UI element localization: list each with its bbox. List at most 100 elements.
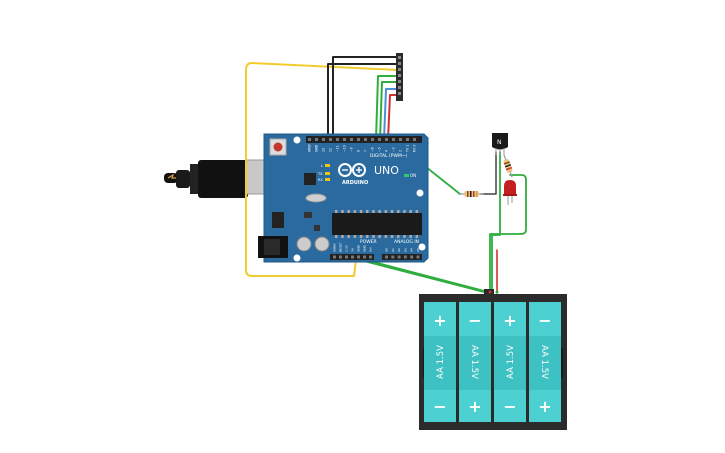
chip-pin bbox=[397, 235, 400, 238]
wire-black-1[interactable] bbox=[332, 56, 399, 139]
analog-pin-label: A1 bbox=[391, 248, 395, 252]
chip-pin bbox=[353, 210, 357, 213]
digital-pin[interactable] bbox=[364, 138, 367, 141]
wire-green-5v[interactable] bbox=[365, 259, 493, 294]
battery-cell-terminal bbox=[494, 390, 526, 422]
chip-pin bbox=[341, 235, 344, 238]
resistor-base[interactable] bbox=[458, 191, 484, 197]
analog-label: ANALOG IN bbox=[394, 239, 419, 245]
analog-pin[interactable] bbox=[410, 255, 414, 259]
battery-cell-terminal bbox=[424, 302, 456, 336]
power-pin[interactable] bbox=[333, 255, 336, 259]
wire-green-transistor[interactable] bbox=[491, 151, 501, 294]
chip-pin bbox=[403, 235, 406, 238]
digital-pin[interactable] bbox=[385, 138, 388, 141]
wire-red-header[interactable] bbox=[387, 94, 399, 141]
digital-pin[interactable] bbox=[329, 138, 332, 141]
wires bbox=[245, 56, 527, 294]
power-pin[interactable] bbox=[357, 255, 360, 259]
battery-cell: −+AA 1.5V bbox=[459, 302, 491, 422]
digital-pin[interactable] bbox=[399, 138, 402, 141]
battery-cell-terminal bbox=[494, 302, 526, 336]
usb-chip bbox=[304, 173, 316, 185]
digital-pin-label: ~5 bbox=[378, 147, 382, 152]
svg-text:L: L bbox=[321, 164, 323, 168]
chip-pin bbox=[390, 210, 394, 213]
power-pin[interactable] bbox=[345, 255, 348, 259]
digital-pin[interactable] bbox=[357, 138, 360, 141]
wire-black-2[interactable] bbox=[327, 63, 399, 139]
resistor-led[interactable] bbox=[501, 154, 515, 179]
capacitor bbox=[314, 236, 330, 252]
transistor-marking: N bbox=[497, 139, 502, 146]
analog-pin[interactable] bbox=[397, 255, 401, 259]
digital-pin[interactable] bbox=[350, 138, 353, 141]
analog-pin-label: A2 bbox=[397, 248, 401, 252]
chip-pin bbox=[415, 235, 419, 238]
digital-pin[interactable] bbox=[343, 138, 346, 141]
digital-pin-label: 4 bbox=[385, 150, 389, 152]
chip-pin bbox=[409, 235, 412, 238]
on-label: ON bbox=[410, 173, 416, 178]
atmega-chip bbox=[332, 213, 422, 235]
battery-polarity-bottom: − bbox=[503, 397, 516, 416]
mount-hole bbox=[416, 189, 424, 197]
digital-pin[interactable] bbox=[406, 138, 409, 141]
digital-pin[interactable] bbox=[308, 138, 311, 141]
digital-pin[interactable] bbox=[371, 138, 374, 141]
chip-pin bbox=[397, 210, 400, 213]
digital-pin-label: 7 bbox=[364, 150, 368, 152]
wire-resistor-transistor[interactable] bbox=[480, 151, 497, 195]
wire-green-gnd[interactable] bbox=[359, 259, 489, 294]
power-pin[interactable] bbox=[363, 255, 366, 259]
analog-pin[interactable] bbox=[416, 255, 420, 259]
digital-pin[interactable] bbox=[392, 138, 395, 141]
power-pin[interactable] bbox=[339, 255, 342, 259]
transistor[interactable]: N bbox=[492, 133, 508, 155]
power-pin-label: Vin bbox=[369, 247, 373, 252]
digital-pin-label: ~6 bbox=[371, 147, 375, 152]
wire-yellow[interactable] bbox=[245, 62, 399, 277]
battery-pack[interactable]: +−AA 1.5V−+AA 1.5V+−AA 1.5V−+AA 1.5V bbox=[419, 289, 567, 430]
chip-pin bbox=[341, 210, 344, 213]
pin-header bbox=[396, 53, 403, 101]
digital-pin-label: 12 bbox=[329, 148, 333, 152]
crystal bbox=[305, 193, 327, 203]
digital-pin-label: ~10 bbox=[343, 145, 347, 152]
digital-pin-label: ~11 bbox=[336, 145, 340, 152]
wire-green-led[interactable] bbox=[489, 174, 527, 294]
chip-pin bbox=[409, 210, 412, 213]
brand-label: ARDUINO bbox=[342, 180, 368, 186]
analog-pin[interactable] bbox=[403, 255, 407, 259]
mount-hole bbox=[293, 254, 301, 262]
chip-pin bbox=[372, 210, 375, 213]
arduino-logo: ARDUINO bbox=[338, 163, 368, 186]
digital-pin[interactable] bbox=[315, 138, 318, 141]
red-led[interactable] bbox=[503, 180, 517, 205]
digital-pin-label: ~3 bbox=[392, 147, 396, 152]
digital-pin[interactable] bbox=[322, 138, 325, 141]
power-pin[interactable] bbox=[369, 255, 372, 259]
digital-pin[interactable] bbox=[413, 138, 416, 141]
wire-blue[interactable] bbox=[383, 88, 399, 141]
digital-pin[interactable] bbox=[378, 138, 381, 141]
analog-pin[interactable] bbox=[391, 255, 395, 259]
chip-pin bbox=[366, 235, 369, 238]
analog-pin[interactable] bbox=[385, 255, 388, 259]
power-pin[interactable] bbox=[351, 255, 354, 259]
chip-pin bbox=[347, 235, 350, 238]
battery-cell-terminal bbox=[529, 390, 561, 422]
battery-polarity-top: + bbox=[503, 311, 516, 330]
chip-pin bbox=[403, 210, 406, 213]
wire-green-2[interactable] bbox=[379, 81, 399, 141]
chip-pin bbox=[384, 210, 388, 213]
power-pin-label: 3.3V bbox=[345, 244, 349, 252]
battery-polarity-top: + bbox=[433, 311, 446, 330]
digital-pin-label: ~9 bbox=[350, 147, 354, 152]
battery-cell-terminal bbox=[459, 390, 491, 422]
wire-green-1[interactable] bbox=[375, 75, 399, 141]
battery-cell-terminal bbox=[459, 302, 491, 336]
digital-pin[interactable] bbox=[336, 138, 339, 141]
